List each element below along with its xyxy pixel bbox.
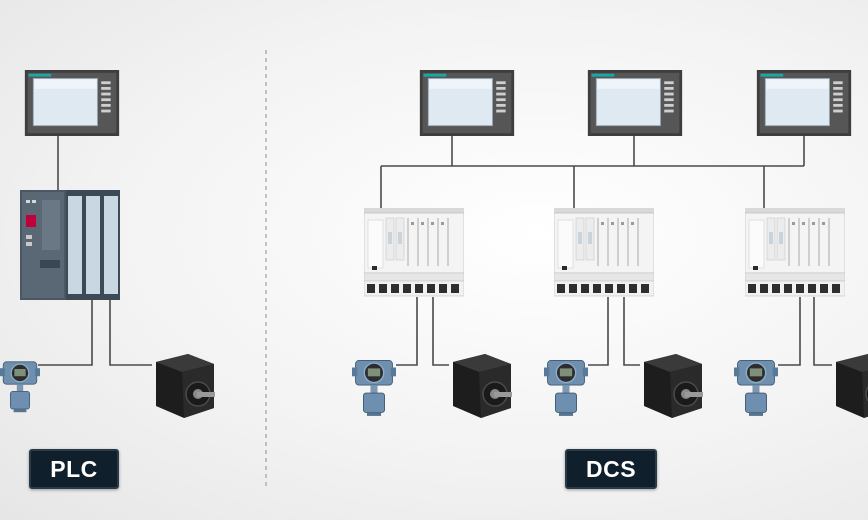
dcs-flow-transmitter-1 [352, 359, 396, 417]
dcs-controller-1 [364, 208, 464, 297]
dcs-wiring [380, 136, 832, 366]
dcs-hmi-panel-2 [587, 70, 683, 136]
plc-servo-motor [155, 353, 216, 419]
dcs-hmi-panel-1 [419, 70, 515, 136]
dcs-flow-transmitter-3 [734, 359, 778, 417]
dcs-controller-3 [745, 208, 845, 297]
dcs-flow-transmitter-2 [544, 359, 588, 417]
dcs-hmi-panel-3 [756, 70, 852, 136]
plc-flow-transmitter [0, 361, 40, 413]
plc-controller [20, 190, 120, 300]
plc-wiring [38, 136, 152, 366]
plc-hmi-panel [24, 70, 120, 136]
dcs-controller-2 [554, 208, 654, 297]
dcs-servo-motor-2 [643, 353, 704, 419]
dcs-label: DCS [565, 449, 657, 489]
dcs-servo-motor-3 [835, 353, 868, 419]
plc-label: PLC [29, 449, 119, 489]
dcs-servo-motor-1 [452, 353, 513, 419]
